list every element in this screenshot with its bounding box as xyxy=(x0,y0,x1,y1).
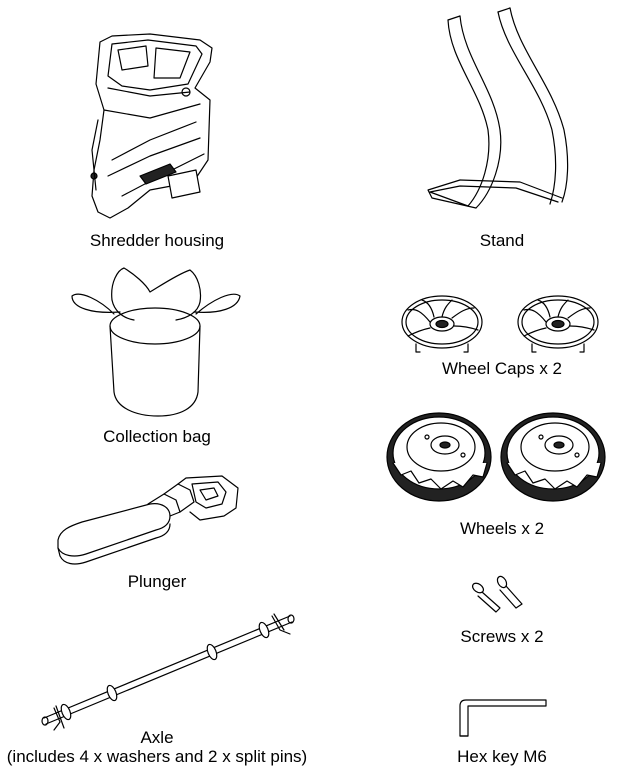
part-wheel-caps: Wheel Caps x 2 xyxy=(320,260,625,385)
part-shredder-housing: Shredder housing xyxy=(0,0,320,260)
part-stand: Stand xyxy=(320,0,625,260)
plunger-icon xyxy=(57,475,239,565)
wheel-icon xyxy=(386,412,606,502)
collection-bag-icon xyxy=(71,267,241,417)
wheels-label: Wheels x 2 xyxy=(459,519,545,538)
wheel-caps-label: Wheel Caps x 2 xyxy=(442,359,562,378)
hex-key-icon xyxy=(459,699,547,737)
screws-label: Screws x 2 xyxy=(460,627,544,646)
part-plunger: Plunger xyxy=(0,450,320,600)
axle-sublabel: (includes 4 x washers and 2 x split pins… xyxy=(6,747,308,766)
hex-key-label: Hex key M6 xyxy=(457,747,547,766)
collection-bag-label: Collection bag xyxy=(103,427,211,446)
part-wheels: Wheels x 2 xyxy=(320,385,625,550)
screw-icon xyxy=(471,575,523,613)
part-axle: Axle (includes 4 x washers and 2 x split… xyxy=(0,600,320,777)
wheel-cap-icon xyxy=(401,295,599,353)
shredder-housing-icon xyxy=(90,33,213,219)
part-hex-key: Hex key M6 xyxy=(320,650,625,777)
stand-icon xyxy=(427,7,569,209)
plunger-label: Plunger xyxy=(127,572,187,591)
part-collection-bag: Collection bag xyxy=(0,260,320,450)
axle-label: Axle xyxy=(140,728,174,747)
axle-icon xyxy=(41,613,295,731)
shredder-housing-label: Shredder housing xyxy=(89,231,225,250)
part-screws: Screws x 2 xyxy=(320,550,625,650)
stand-label: Stand xyxy=(479,231,525,250)
